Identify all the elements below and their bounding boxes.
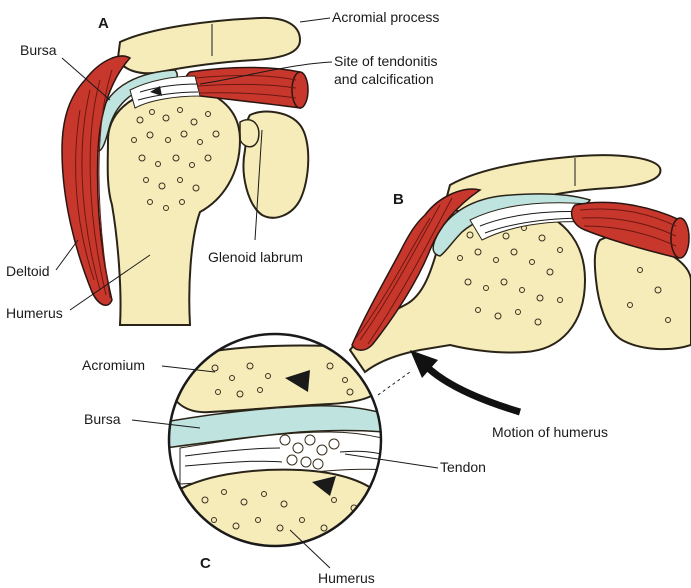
panel-b-letter: B [393,191,404,208]
leader-deltoid [56,240,78,270]
motion-arrow [425,365,520,412]
label-deltoid: Deltoid [6,263,50,279]
label-acromial-process: Acromial process [332,9,439,25]
label-bursa-a: Bursa [20,42,57,58]
label-humerus-a: Humerus [6,305,63,321]
magnifier-connector [378,372,410,395]
panel-b [350,155,691,372]
panel-a-humerus [108,88,240,325]
label-bursa-c: Bursa [84,411,121,427]
label-site-line2: and calcification [334,71,434,87]
panel-a [62,18,308,325]
panel-b-muscle-cut [671,218,689,258]
label-tendon: Tendon [440,459,486,475]
label-humerus-c: Humerus [318,570,375,586]
leader-acromial-process [300,18,330,22]
panel-a-letter: A [98,15,109,32]
panel-c [160,330,390,560]
label-acromium: Acromium [82,357,145,373]
label-motion-of-humerus: Motion of humerus [492,424,608,440]
panel-c-letter: C [200,555,211,572]
panel-a-labrum [240,120,259,147]
label-glenoid-labrum: Glenoid labrum [208,249,303,265]
panel-a-acromion [118,18,300,73]
panel-c-acromium [170,346,382,413]
panel-a-muscle-cut [292,72,308,108]
label-site-line1: Site of tendonitis [334,53,438,69]
